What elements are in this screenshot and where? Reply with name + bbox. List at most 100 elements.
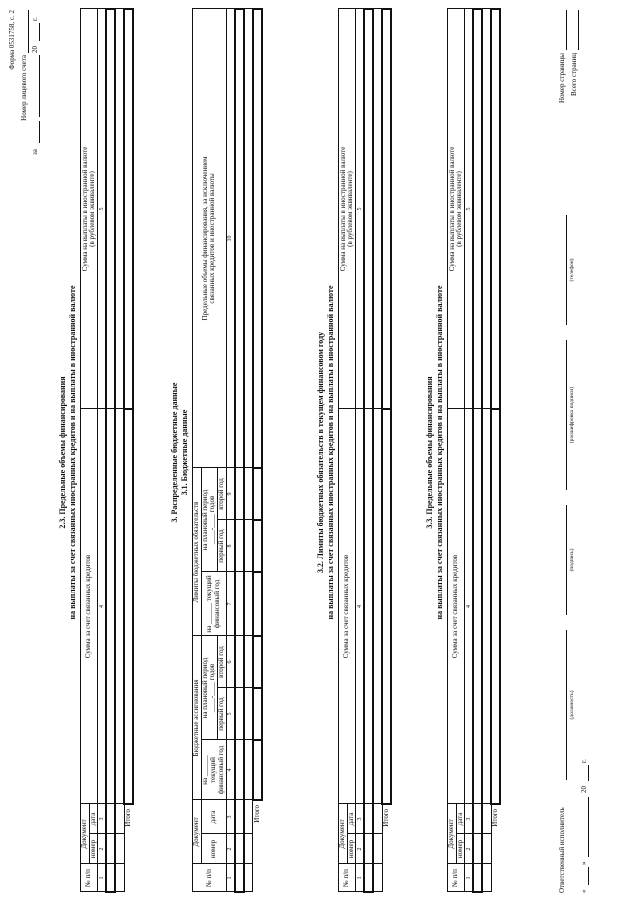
table-row[interactable] <box>243 8 253 892</box>
signature-field[interactable] <box>566 505 567 615</box>
position-caption: (должность) <box>569 690 575 720</box>
col-number-header: номер <box>347 834 356 864</box>
col-number-label: 1 <box>355 864 365 892</box>
total-label: Итого <box>491 808 500 827</box>
section-3-1-title: 3.1. Бюджетные данные <box>180 409 189 496</box>
col-num-header: № п/п <box>338 864 356 892</box>
total-pages-field[interactable] <box>578 10 579 50</box>
section-3-title: 3. Распределенные бюджетные данные <box>170 382 179 523</box>
col-num-header: № п/п <box>80 864 98 892</box>
header-day-field[interactable] <box>39 121 40 143</box>
col-number-label: 1 <box>464 864 474 892</box>
table-row[interactable] <box>364 8 374 892</box>
col-number-label: 10 <box>226 8 235 468</box>
col-date-header: дата <box>456 803 465 834</box>
col-number-label: 3 <box>226 799 235 834</box>
header-year-field[interactable] <box>39 23 40 41</box>
col-document-header: Документ <box>447 803 457 864</box>
col-num-header: № п/п <box>192 864 227 892</box>
section-3-3-table: № п/п Документ Сумма за счет связанных к… <box>447 8 501 893</box>
header-year-number: 20 <box>31 46 39 53</box>
col-budget-allocations-header: Бюджетные ассигнования <box>192 635 202 800</box>
col-number-label: 2 <box>226 834 235 864</box>
col-document-header: Документ <box>338 803 348 864</box>
col-current-year-header: на ______ текущий финансовый год <box>201 739 227 800</box>
col-sum-credits-header: Сумма за счет связанных кредитов <box>80 408 98 804</box>
header-month-field[interactable] <box>39 55 40 117</box>
table-row[interactable] <box>115 8 125 892</box>
section-2-3-table: № п/п Документ Сумма за счет связанных к… <box>80 8 134 893</box>
col-number-header: номер <box>201 834 227 864</box>
section-3-1-table: № п/п Документ Бюджетные ассигнования Ли… <box>192 8 263 893</box>
col-number-header: номер <box>89 834 98 864</box>
decoding-field[interactable] <box>566 340 567 490</box>
responsible-label: Ответственный исполнитель <box>558 807 566 893</box>
col-sum-currency-header: Сумма на выплаты в иностранной валюте (в… <box>447 8 465 409</box>
table-row[interactable] <box>106 8 116 892</box>
footer-day-field[interactable] <box>588 867 589 885</box>
col-planning-period-header: на плановый период ____-____ годов <box>201 635 218 740</box>
col-sum-credits-header: Сумма за счет связанных кредитов <box>447 408 465 804</box>
position-field[interactable] <box>566 630 567 780</box>
date-open-quote: « <box>580 889 588 894</box>
decoding-caption: (расшифровка подписи) <box>569 386 575 444</box>
section-3-2-title: 3.2. Лимиты бюджетных обязательств в тек… <box>316 331 325 574</box>
col-number-label: 6 <box>226 635 235 688</box>
total-label: Итого <box>252 804 261 823</box>
col-number-label: 4 <box>97 408 107 804</box>
col-number-label: 5 <box>464 8 474 409</box>
col-number-label: 4 <box>226 739 235 800</box>
page-number-label: Номер страницы <box>558 53 566 104</box>
col-number-label: 5 <box>355 8 365 409</box>
page-number-field[interactable] <box>566 10 567 50</box>
footer-year-number: 20 <box>580 786 588 793</box>
account-number-field[interactable] <box>28 10 29 53</box>
section-2-3-title: 2.3. Предельные объемы финансирования <box>58 376 67 529</box>
date-prefix: за <box>31 149 39 155</box>
col-number-header: номер <box>456 834 465 864</box>
total-sum-credits[interactable] <box>124 408 134 804</box>
col-first-year-header: первый год <box>217 687 227 740</box>
col-date-header: дата <box>89 803 98 834</box>
table-row[interactable] <box>234 8 244 892</box>
col-sum-currency-header: Сумма на выплаты в иностранной валюте (в… <box>338 8 356 409</box>
col-date-header: дата <box>347 803 356 834</box>
col-number-label: 5 <box>97 8 107 409</box>
col-number-label: 4 <box>355 408 365 804</box>
total-pages-label: Всего страниц <box>570 53 578 97</box>
table-row[interactable] <box>482 8 492 892</box>
footer-month-field[interactable] <box>588 797 589 857</box>
col-sum-currency-header: Сумма на выплаты в иностранной валюте (в… <box>80 8 98 409</box>
col-limits-header: Лимиты бюджетных обязательств <box>192 467 202 636</box>
col-number-label: 2 <box>97 834 107 864</box>
col-number-label: 5 <box>226 687 235 740</box>
phone-field[interactable] <box>566 215 567 325</box>
footer-year-suffix: г. <box>580 759 588 763</box>
phone-caption: (телефон) <box>569 258 575 282</box>
signature-caption: (подпись) <box>569 548 575 572</box>
section-3-2-table: № п/п Документ Сумма за счет связанных к… <box>338 8 392 893</box>
table-row[interactable] <box>373 8 383 892</box>
col-number-label: 2 <box>355 834 365 864</box>
footer-year-field[interactable] <box>588 765 589 781</box>
col-number-label: 2 <box>464 834 474 864</box>
total-sum-currency[interactable] <box>124 8 134 409</box>
col-number-label: 4 <box>464 408 474 804</box>
col-number-label: 1 <box>226 864 235 892</box>
table-row[interactable] <box>473 8 483 892</box>
section-3-3-title: 3.3. Предельные объемы финансирования <box>425 376 434 529</box>
section-3-3-subtitle: на выплаты за счет связанных иностранных… <box>435 285 444 620</box>
col-document-header: Документ <box>192 799 202 864</box>
col-number-label: 9 <box>226 467 235 520</box>
col-second-year-header: второй год <box>217 635 227 688</box>
account-number-label: Номер лицевого счета <box>20 55 28 121</box>
col-sum-credits-header: Сумма за счет связанных кредитов <box>338 408 356 804</box>
col-number-label: 3 <box>355 803 365 834</box>
date-close-quote: » <box>580 861 588 866</box>
col-number-label: 7 <box>226 571 235 636</box>
col-num-header: № п/п <box>447 864 465 892</box>
section-2-3-subtitle: на выплаты за счет связанных иностранных… <box>68 285 77 620</box>
header-year-suffix: г. <box>31 17 39 21</box>
section-3-2-subtitle: на выплаты за счет связанных иностранных… <box>326 285 335 620</box>
